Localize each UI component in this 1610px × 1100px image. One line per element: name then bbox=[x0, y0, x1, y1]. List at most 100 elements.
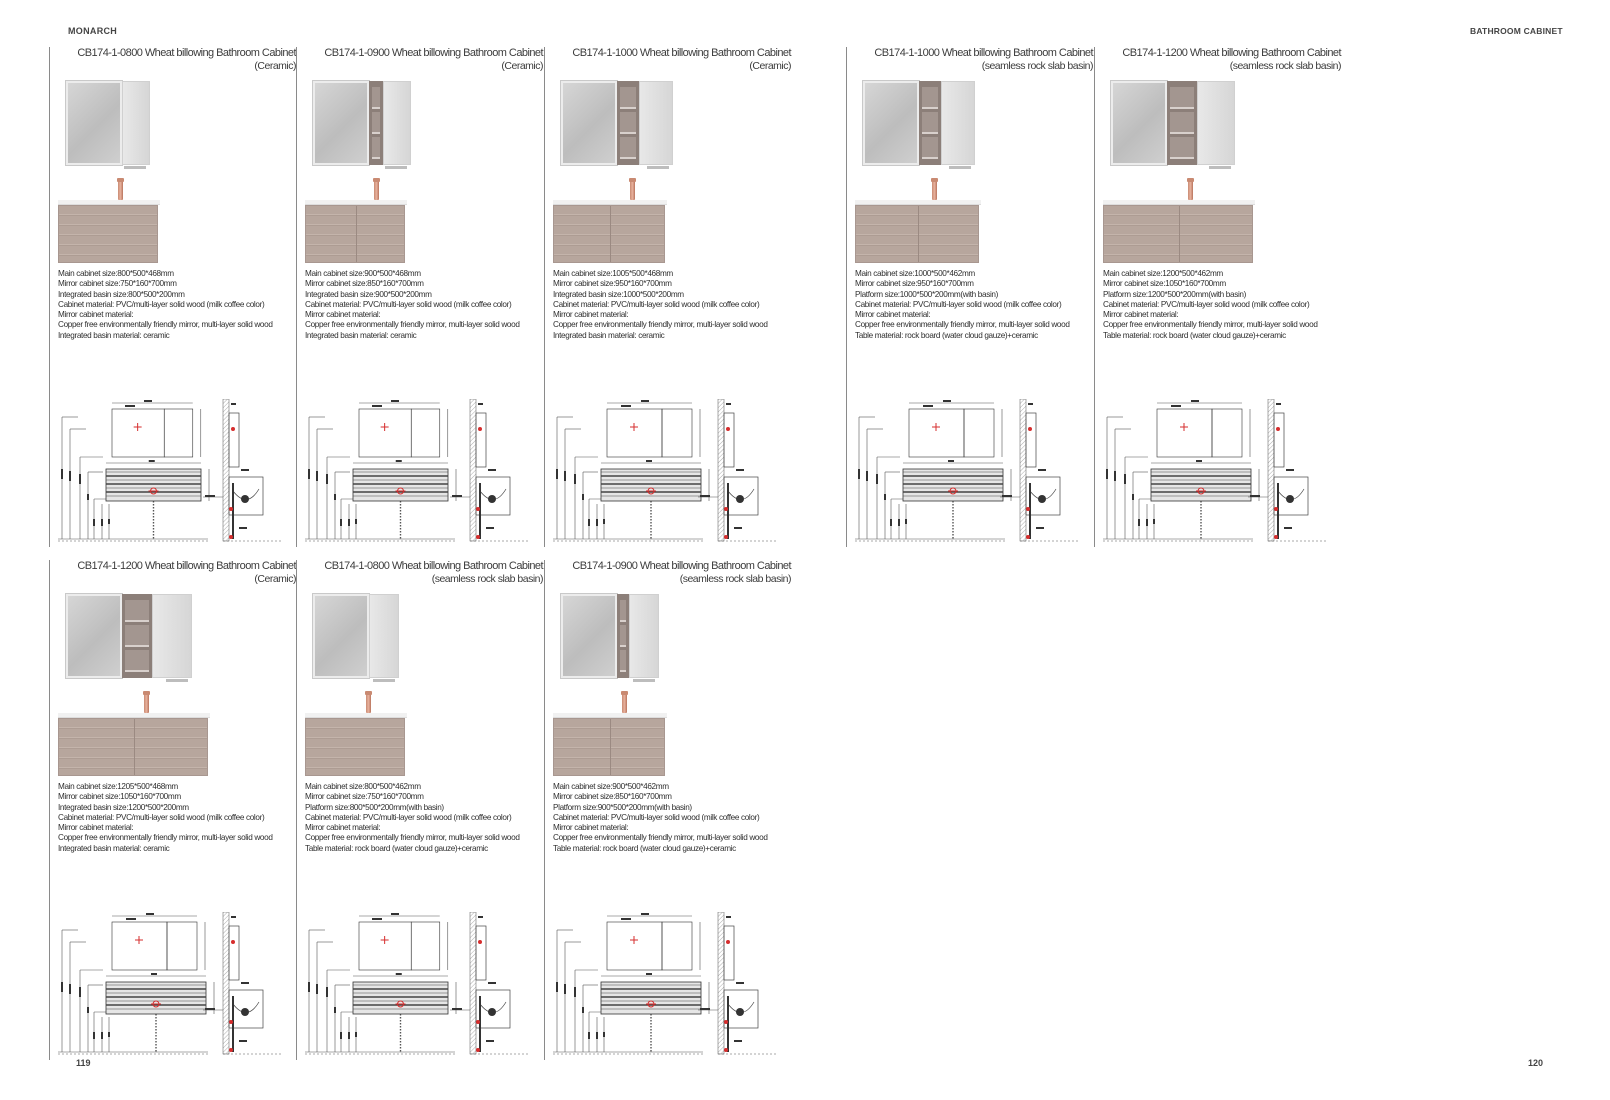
mirror-cabinet-image bbox=[66, 81, 150, 169]
spec-line: Mirror cabinet size:750*160*700mm bbox=[58, 279, 177, 289]
spec-line: Cabinet material: PVC/multi-layer solid … bbox=[553, 299, 760, 309]
product-title: CB174-1-0900 Wheat billowing Bathroom Ca… bbox=[324, 47, 543, 59]
spec-line: Main cabinet size:800*500*462mm bbox=[305, 782, 421, 791]
mirror-door bbox=[369, 594, 399, 678]
spec-line: Copper free environmentally friendly mir… bbox=[58, 320, 273, 330]
spec-line: Mirror cabinet size:850*160*700mm bbox=[305, 279, 424, 289]
faucet-image bbox=[117, 178, 124, 200]
spec-line: Mirror cabinet size:750*160*700mm bbox=[305, 792, 424, 802]
basin-top-image bbox=[553, 713, 667, 718]
spec-line: Copper free environmentally friendly mir… bbox=[553, 833, 768, 843]
mirror-panel bbox=[313, 594, 369, 678]
mirror-door bbox=[639, 81, 673, 165]
product-title: CB174-1-1200 Wheat billowing Bathroom Ca… bbox=[77, 560, 296, 572]
spec-line: Cabinet material: PVC/multi-layer solid … bbox=[58, 299, 265, 309]
spec-line: Platform size:900*500*200mm(with basin) bbox=[553, 802, 692, 812]
mirror-panel bbox=[66, 81, 122, 165]
vanity-cabinet-image bbox=[553, 205, 665, 263]
vanity-cabinet-image bbox=[855, 205, 979, 263]
drawer-split bbox=[610, 719, 611, 775]
spec-line: Main cabinet size:1205*500*468mm bbox=[58, 782, 178, 791]
product-card-2: CB174-1-0900 Wheat billowing Bathroom Ca… bbox=[296, 47, 544, 547]
spec-line: Mirror cabinet size:1050*160*700mm bbox=[1103, 279, 1226, 289]
spec-line: Integrated basin material: ceramic bbox=[305, 330, 417, 340]
product-photo bbox=[58, 590, 296, 780]
faucet-image bbox=[629, 178, 636, 200]
mirror-cabinet-image bbox=[66, 594, 192, 682]
product-photo bbox=[553, 590, 791, 780]
mirror-panel bbox=[66, 594, 122, 678]
open-shelf bbox=[122, 594, 152, 678]
mirror-cabinet-image bbox=[1111, 81, 1235, 169]
spec-line: Platform size:1200*500*200mm(with basin) bbox=[1103, 289, 1247, 299]
product-variant: (seamless rock slab basin) bbox=[431, 573, 544, 585]
basin-top-image bbox=[305, 200, 407, 205]
spec-line: Platform size:800*500*200mm(with basin) bbox=[305, 802, 444, 812]
product-title: CB174-1-0900 Wheat billowing Bathroom Ca… bbox=[572, 560, 791, 572]
spec-line: Integrated basin material: ceramic bbox=[58, 843, 170, 853]
product-title: CB174-1-1000 Wheat billowing Bathroom Ca… bbox=[572, 47, 791, 59]
basin-top-image bbox=[1103, 200, 1255, 205]
mirror-cabinet-image bbox=[863, 81, 975, 169]
technical-drawing bbox=[1103, 398, 1341, 544]
spec-line: Integrated basin size:1200*500*200mm bbox=[58, 802, 189, 812]
spec-line: Mirror cabinet material: bbox=[58, 310, 134, 320]
spec-line: Mirror cabinet material: bbox=[58, 823, 134, 833]
spec-line: Main cabinet size:900*500*468mm bbox=[305, 269, 421, 278]
spec-line: Cabinet material: PVC/multi-layer solid … bbox=[305, 812, 512, 822]
mirror-cabinet-image bbox=[313, 81, 411, 169]
product-photo bbox=[553, 77, 791, 267]
spec-line: Main cabinet size:800*500*468mm bbox=[58, 269, 174, 278]
spec-line: Mirror cabinet material: bbox=[855, 310, 931, 320]
faucet-image bbox=[621, 691, 628, 713]
spec-line: Main cabinet size:1000*500*462mm bbox=[855, 269, 975, 278]
mirror-panel bbox=[561, 594, 617, 678]
faucet-image bbox=[143, 691, 150, 713]
spec-line: Cabinet material: PVC/multi-layer solid … bbox=[855, 299, 1062, 309]
vanity-cabinet-image bbox=[58, 718, 208, 776]
basin-top-image bbox=[58, 713, 210, 718]
spec-line: Copper free environmentally friendly mir… bbox=[305, 833, 520, 843]
spec-line: Table material: rock board (water cloud … bbox=[553, 843, 736, 853]
product-photo bbox=[1103, 77, 1341, 267]
drawer-split bbox=[1179, 206, 1180, 262]
product-variant: (Ceramic) bbox=[254, 60, 296, 72]
vanity-cabinet-image bbox=[305, 205, 405, 263]
open-shelf bbox=[1167, 81, 1197, 165]
vanity-cabinet-image bbox=[305, 718, 405, 776]
spec-line: Table material: rock board (water cloud … bbox=[305, 843, 488, 853]
spec-line: Platform size:1000*500*200mm(with basin) bbox=[855, 289, 999, 299]
cabinet-light bbox=[373, 679, 395, 682]
mirror-door bbox=[629, 594, 659, 678]
cabinet-light bbox=[1209, 166, 1231, 169]
technical-drawing bbox=[58, 911, 296, 1057]
faucet-image bbox=[365, 691, 372, 713]
mirror-cabinet-image bbox=[313, 594, 399, 682]
open-shelf bbox=[369, 81, 383, 165]
spec-line: Copper free environmentally friendly mir… bbox=[58, 833, 273, 843]
product-card-7: CB174-1-0800 Wheat billowing Bathroom Ca… bbox=[296, 560, 544, 1060]
spec-line: Cabinet material: PVC/multi-layer solid … bbox=[305, 299, 512, 309]
drawer-split bbox=[356, 206, 357, 262]
product-photo bbox=[855, 77, 1093, 267]
mirror-door bbox=[122, 81, 150, 165]
spec-line: Copper free environmentally friendly mir… bbox=[855, 320, 1070, 330]
cabinet-light bbox=[124, 166, 146, 169]
technical-drawing bbox=[855, 398, 1093, 544]
product-card-3: CB174-1-1000 Wheat billowing Bathroom Ca… bbox=[544, 47, 792, 547]
section-title: BATHROOM CABINET bbox=[1470, 26, 1563, 36]
technical-drawing bbox=[305, 398, 543, 544]
spec-line: Main cabinet size:1200*500*462mm bbox=[1103, 269, 1223, 278]
spec-line: Integrated basin material: ceramic bbox=[553, 330, 665, 340]
spec-line: Mirror cabinet material: bbox=[1103, 310, 1179, 320]
spec-line: Table material: rock board (water cloud … bbox=[1103, 330, 1286, 340]
product-title: CB174-1-0800 Wheat billowing Bathroom Ca… bbox=[77, 47, 296, 59]
spec-line: Mirror cabinet size:1050*160*700mm bbox=[58, 792, 181, 802]
drawer-split bbox=[134, 719, 135, 775]
